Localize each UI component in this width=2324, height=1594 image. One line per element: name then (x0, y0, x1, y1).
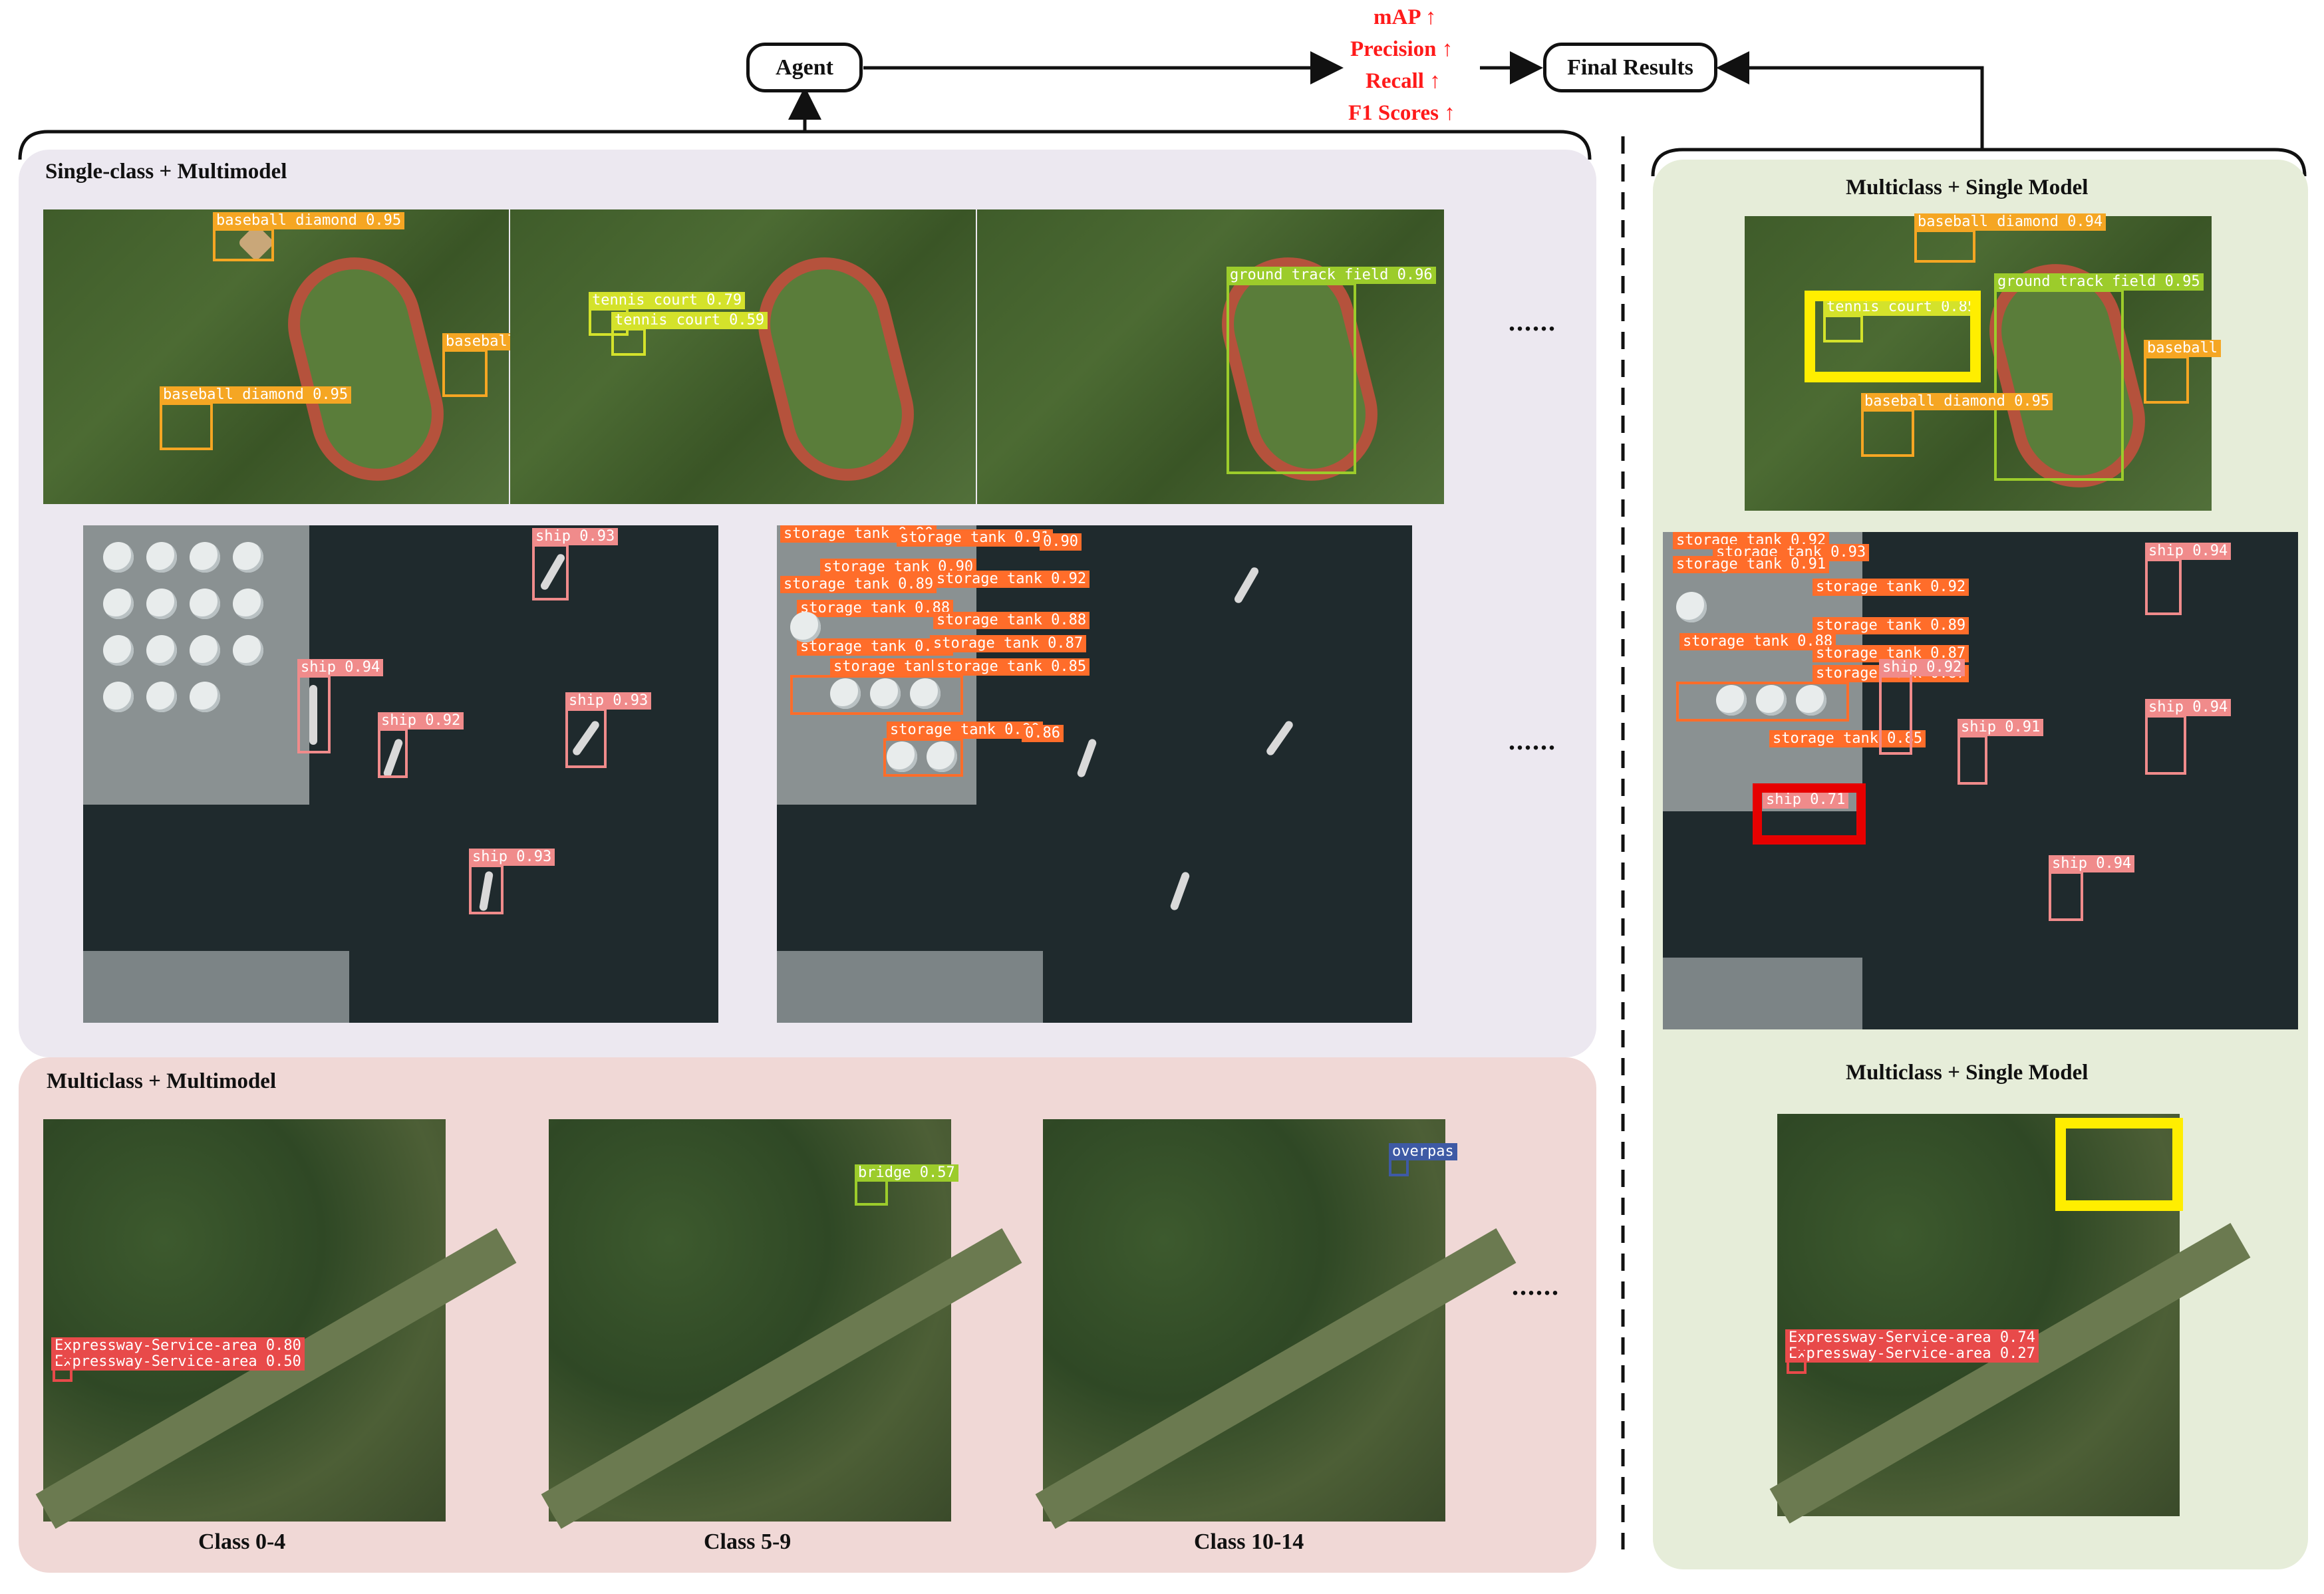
det-label: ground track field 0.96 (1227, 267, 1436, 284)
det-label: storage tank 0.92 (1813, 579, 1969, 596)
caption-class-5-9: Class 5-9 (704, 1529, 792, 1554)
det-label: storage tank 0.90 (780, 525, 937, 543)
terrain-image-2: bridge 0.57 (541, 1119, 1022, 1529)
det-label: storage tank 0.85 (1769, 730, 1926, 747)
final-results-label: Final Results (1567, 55, 1693, 80)
final-results-node: Final Results (1543, 43, 1717, 92)
agent-node: Agent (746, 43, 863, 92)
det-label: storage tank 0.88 (1679, 633, 1836, 650)
det-label: 0.86 (1022, 725, 1064, 742)
det-label: Expressway-Service-area 0.74 (1785, 1329, 2039, 1347)
det-label: tennis court 0.59 (611, 312, 768, 329)
det-label: baseball (2144, 340, 2221, 357)
right-field-image: baseball diamond 0.94 ground track field… (1745, 213, 2221, 511)
metric-f1: F1 Scores ↑ (1348, 101, 1455, 125)
det-label: Expressway-Service-area 0.50 (51, 1353, 305, 1371)
highlight-box-yellow (1805, 291, 1981, 382)
det-label: tennis court 0.79 (589, 292, 746, 309)
panel-title-single-class: Single-class + Multimodel (45, 160, 287, 184)
det-label: ship 0.93 (532, 528, 619, 545)
field-image-1: baseball diamond 0.95 baseball diamond 0… (43, 209, 519, 504)
det-label: storage tank 0.90 (887, 722, 1044, 739)
det-label: baseball (442, 333, 519, 350)
metric-map: mAP ↑ (1374, 5, 1437, 29)
det-label: storage tank 0.88 (797, 600, 954, 617)
det-label: storage tank 0.87 (930, 635, 1087, 652)
det-label: ship 0.92 (1879, 659, 1965, 676)
caption-class-10-14: Class 10-14 (1194, 1529, 1304, 1554)
det-label: ship 0.93 (469, 849, 555, 866)
det-label: overpas (1389, 1143, 1457, 1160)
ellipsis: ...... (1512, 1271, 1560, 1301)
terrain-image-1: Expressway-Service-area 0.80 Expressway-… (35, 1119, 517, 1529)
det-label: storage tank 0.88 (797, 638, 954, 656)
det-label: ship 0.92 (378, 712, 464, 730)
det-label: ship 0.94 (2145, 543, 2232, 560)
det-label: storage tank 0.89 (780, 576, 937, 593)
det-label: storage tank 0.93 (1713, 544, 1870, 561)
det-label: ship 0.71 (1763, 791, 1849, 809)
panel-title-right-1: Multiclass + Single Model (1846, 176, 2089, 199)
highlight-box-red (1753, 783, 1866, 845)
metric-recall: Recall ↑ (1366, 69, 1441, 93)
det-label: ship 0.94 (297, 659, 384, 676)
det-label: 0.90 (1040, 533, 1082, 551)
harbor-image-1: ship 0.93 ship 0.94 ship 0.92 ship 0.93 … (83, 525, 718, 1023)
terrain-image-3: overpas (1035, 1119, 1517, 1529)
det-label: Expressway-Service-area 0.80 (51, 1337, 305, 1355)
det-label: storage tank 0.85 (933, 658, 1090, 676)
det-label: ground track field 0.95 (1994, 273, 2204, 291)
det-label: baseball diamond 0.95 (213, 212, 405, 229)
right-harbor-image: storage tank 0.92 storage tank 0.93 stor… (1663, 532, 2298, 1029)
det-label: baseball diamond 0.94 (1914, 213, 2106, 231)
caption-class-0-4: Class 0-4 (198, 1529, 286, 1554)
metric-precision: Precision ↑ (1350, 37, 1453, 61)
panel-title-right-2: Multiclass + Single Model (1846, 1061, 2089, 1085)
field-image-2: tennis court 0.79 tennis court 0.59 (510, 209, 976, 504)
right-terrain-image: Expressway-Service-area 0.74 Expressway-… (1769, 1114, 2251, 1524)
det-label: bridge 0.57 (855, 1164, 958, 1182)
det-label: baseball diamond 0.95 (1861, 393, 2053, 410)
field-image-3: ground track field 0.96 (977, 209, 1444, 504)
det-label: storage tank 0.91 (897, 529, 1054, 547)
det-label: ship 0.94 (2049, 855, 2135, 872)
highlight-box-yellow (2055, 1118, 2183, 1211)
det-label: baseball diamond 0.95 (160, 386, 352, 404)
det-label: storage tank 0.92 (933, 571, 1090, 588)
agent-label: Agent (776, 55, 833, 80)
det-label: Expressway-Service-area 0.27 (1785, 1345, 2039, 1363)
ellipsis: ...... (1509, 726, 1556, 755)
harbor-image-2: storage tank 0.90 storage tank 0.91 0.90… (777, 525, 1412, 1023)
det-label: storage tank 0.91 (1673, 556, 1830, 573)
det-label: storage tank 0.88 (933, 612, 1090, 629)
det-label: ship 0.93 (565, 692, 652, 710)
det-label: ship 0.91 (1958, 719, 2044, 736)
panel-title-multiclass-multimodel: Multiclass + Multimodel (47, 1069, 277, 1093)
det-label: storage tank 0.89 (1813, 617, 1969, 634)
det-label: ship 0.94 (2145, 699, 2232, 716)
ellipsis: ...... (1509, 307, 1556, 336)
det-label: tennis court 0.85 (1823, 299, 1980, 316)
